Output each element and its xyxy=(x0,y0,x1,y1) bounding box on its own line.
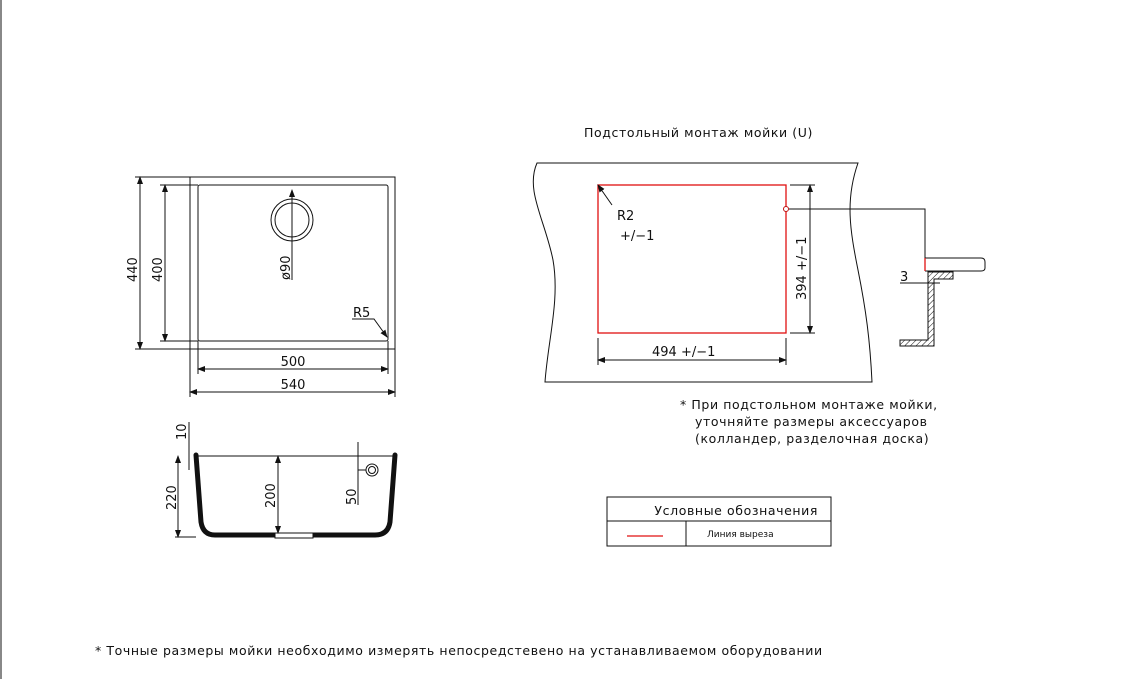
cutout-radius-tol: +/−1 xyxy=(620,229,654,244)
cutout-radius-label: R2 xyxy=(617,209,634,224)
detail-leader xyxy=(789,208,926,258)
mounting-title: Подстольный монтаж мойки (U) xyxy=(584,125,813,140)
overflow-outer xyxy=(365,463,379,477)
note-line: (колландер, разделочная доска) xyxy=(695,431,929,446)
cutout-line xyxy=(597,184,787,334)
mounting-bracket xyxy=(899,271,954,347)
legend-title: Условные обозначения xyxy=(654,503,818,518)
footnote: * Точные размеры мойки необходимо измеря… xyxy=(95,643,823,658)
detail-marker xyxy=(783,206,789,212)
sink-section xyxy=(193,452,398,538)
dim-200-label: 200 xyxy=(264,483,279,508)
radius-leader xyxy=(352,318,388,338)
radius-label: R5 xyxy=(353,306,370,321)
legend-item-label: Линия выреза xyxy=(707,530,774,540)
dim-10-label: 10 xyxy=(175,423,190,440)
sink-outer-outline xyxy=(189,176,396,350)
mounting-view: Подстольный монтаж мойки (U) R2 +/−1 394… xyxy=(532,125,986,383)
sink-bowl-outline xyxy=(197,184,389,342)
note-line: уточняйте размеры аксессуаров xyxy=(695,414,928,429)
dim-220-label: 220 xyxy=(165,485,180,510)
dim-440-label: 440 xyxy=(126,257,141,282)
side-view: 10 220 200 50 xyxy=(165,422,398,539)
overflow-inner xyxy=(368,466,376,474)
dim-50-label: 50 xyxy=(345,488,360,505)
dim-540-label: 540 xyxy=(281,378,306,393)
cutout-height-label: 394 +/−1 xyxy=(795,237,810,300)
countertop-outline xyxy=(532,162,873,383)
top-view: ø90 440 400 500 540 R5 xyxy=(126,176,396,397)
drain-dim-label: ø90 xyxy=(279,256,294,281)
legend-table: Условные обозначения Линия выреза xyxy=(606,496,832,547)
gap-label: 3 xyxy=(900,270,908,285)
accessory-note: * При подстольном монтаже мойки, уточняй… xyxy=(680,397,938,446)
cutout-width-label: 494 +/−1 xyxy=(652,345,715,360)
note-line: * При подстольном монтаже мойки, xyxy=(680,397,938,412)
drain-section xyxy=(274,532,314,539)
countertop-section xyxy=(925,257,986,272)
dim-500-label: 500 xyxy=(281,355,306,370)
dim-400-label: 400 xyxy=(151,257,166,282)
